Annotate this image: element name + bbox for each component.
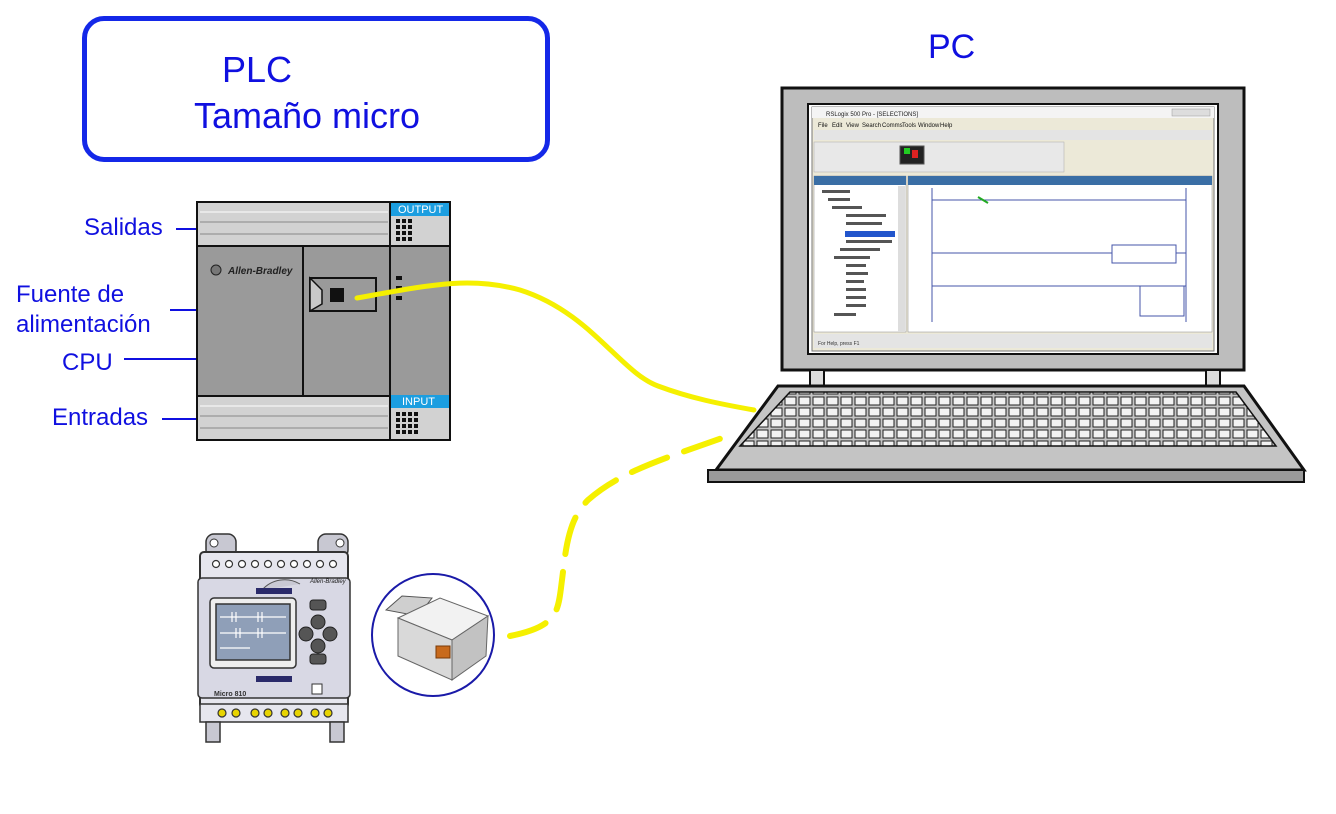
project-tree <box>813 175 907 333</box>
plc-brand: Allen-Bradley <box>227 266 293 277</box>
usb-connector <box>371 573 495 697</box>
pc-title: PC <box>928 28 976 66</box>
app-status: For Help, press F1 <box>818 341 860 347</box>
plc-title-box: PLC Tamaño micro <box>82 16 550 162</box>
menu-view: View <box>846 123 860 129</box>
usb-cable <box>507 435 725 639</box>
plc-module <box>196 201 451 441</box>
micro810-model: Micro 810 <box>214 691 246 698</box>
label-power-supply-2: alimentación <box>16 311 151 338</box>
menu-edit: Edit <box>832 123 843 129</box>
micro810-lcd <box>215 603 291 661</box>
app-title: RSLogix 500 Pro - [SELECTIONS] <box>826 112 918 118</box>
micro810-plc <box>197 533 351 743</box>
app-menu: File Edit View Search Comms Tools Window… <box>818 123 953 129</box>
input-tag-bg <box>391 395 449 408</box>
label-power-supply-1: Fuente de <box>16 281 125 308</box>
menu-tools: Tools <box>902 123 916 129</box>
menu-comms: Comms <box>882 123 903 129</box>
input-tag: INPUT <box>402 396 435 408</box>
serial-cable <box>354 280 757 413</box>
menu-help: Help <box>940 123 953 129</box>
output-tag: OUTPUT <box>398 204 444 216</box>
label-outputs: Salidas <box>84 214 163 241</box>
keyboard <box>738 391 1278 447</box>
laptop <box>707 86 1307 483</box>
label-inputs: Entradas <box>52 404 149 431</box>
label-cpu: CPU <box>62 349 113 376</box>
output-terminal-grid <box>396 219 412 241</box>
output-tag-bg <box>391 203 449 216</box>
plc-title: PLC <box>221 49 293 90</box>
input-terminal-grid <box>396 412 418 434</box>
menu-search: Search <box>862 123 881 129</box>
plc-subtitle: Tamaño micro <box>193 95 421 136</box>
menu-file: File <box>818 123 828 129</box>
menu-window: Window <box>918 123 940 129</box>
micro810-brand: Allen-Bradley <box>309 579 347 585</box>
